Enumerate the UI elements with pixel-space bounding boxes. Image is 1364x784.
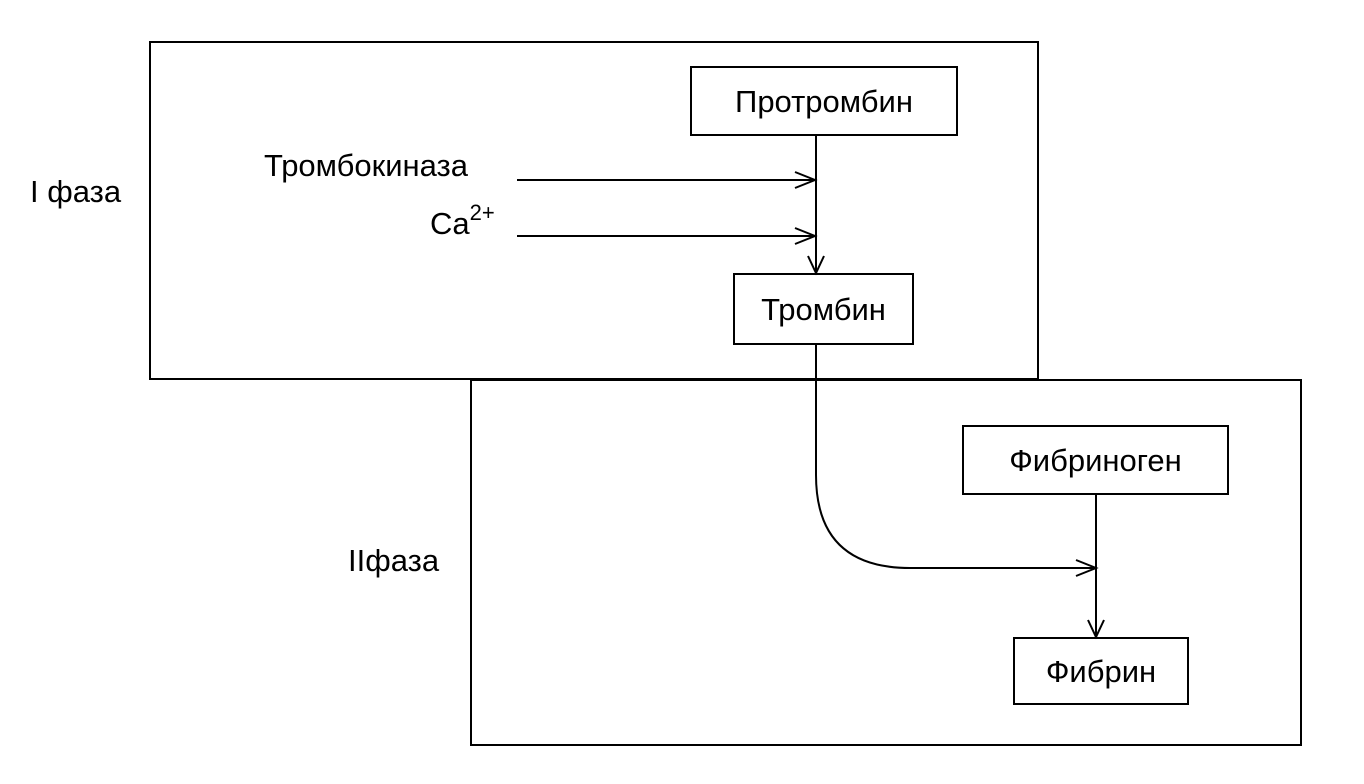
fibrinogen-box: Фибриноген: [962, 425, 1229, 495]
prothrombin-to-thrombin-arrowhead: [807, 255, 825, 276]
fibrinogen-to-fibrin-arrowhead: [1087, 619, 1105, 640]
calcium-charge: 2+: [469, 200, 495, 225]
thrombin-box: Тромбин: [733, 273, 914, 345]
prothrombin-label: Протромбин: [735, 83, 913, 119]
fibrin-box: Фибрин: [1013, 637, 1189, 705]
calcium-symbol: Ca: [430, 206, 470, 241]
thrombokinase-arrowhead: [794, 171, 818, 189]
thrombokinase-label: Тромбокиназа: [264, 148, 468, 183]
fibrinogen-label: Фибриноген: [1009, 442, 1182, 478]
calcium-ion-label: Ca2+: [430, 202, 495, 241]
phase-2-label: IIфаза: [348, 543, 440, 578]
thrombin-to-fibrin-path: [815, 345, 1096, 569]
phase-1-label: I фаза: [30, 174, 122, 209]
fibrin-label: Фибрин: [1045, 653, 1157, 689]
thrombin-label: Тромбин: [761, 291, 886, 327]
calcium-arrowhead: [794, 227, 818, 245]
phase-2-frame: [470, 379, 1302, 746]
prothrombin-box: Протромбин: [690, 66, 958, 136]
